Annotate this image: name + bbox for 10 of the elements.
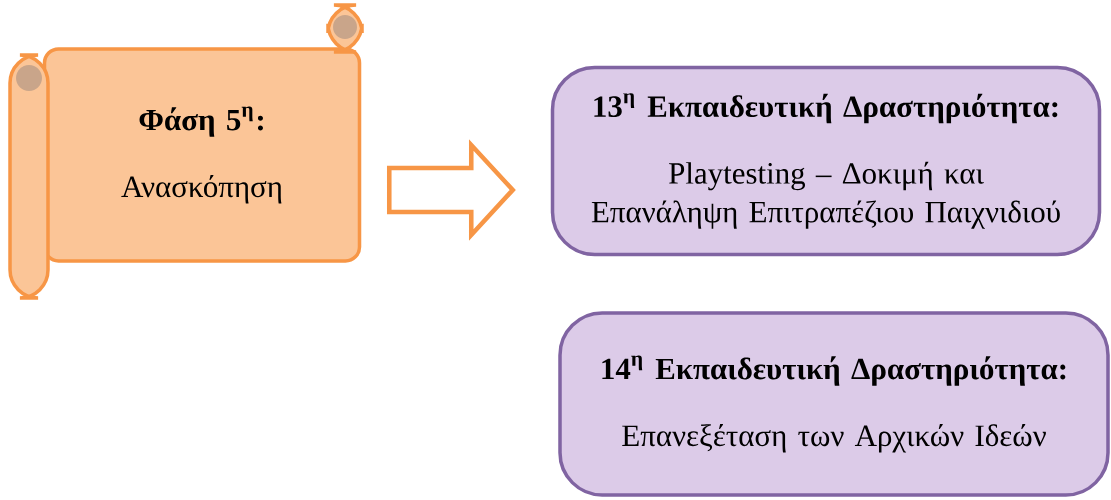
heading: 14$^{η}$ Εκπαιδευτική Δραστηριότητα: [602, 355, 1066, 386]
body-text: Ανασκόπηση [121, 175, 282, 204]
body-text: Επανεξέταση των Αρχικών Ιδεών [622, 424, 1046, 453]
scroll-banner [42, 47, 362, 263]
heading: Φάση 5$^{η}$: [139, 106, 263, 137]
activity-box [558, 311, 1110, 497]
body-text: Playtesting – Δοκιμή και Επανάληψη Επιτραπέζιου Παιχνιδιού [591, 161, 1060, 229]
heading: 13$^{η}$ Εκπαιδευτική Δραστηριότητα: [594, 93, 1058, 124]
block-arrow [387, 139, 516, 241]
activity-box [550, 65, 1102, 257]
